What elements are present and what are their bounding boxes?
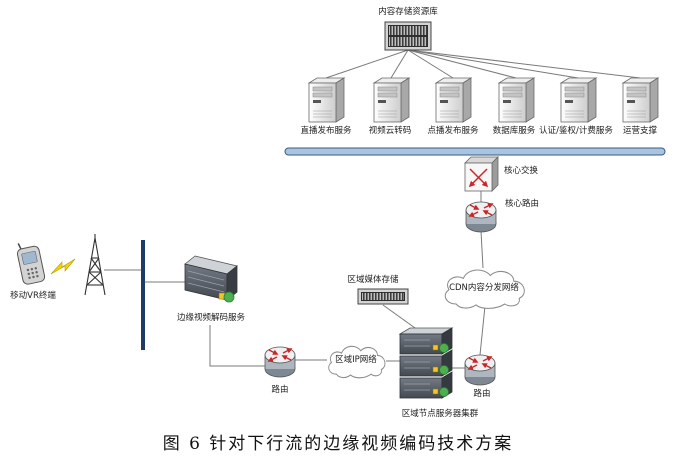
- mobile-phone-icon: [16, 243, 46, 285]
- server-label-operations: 运营支撑: [623, 125, 658, 136]
- router-left-icon: [265, 347, 295, 377]
- connection-lines: [104, 49, 641, 369]
- core-router-icon: [466, 202, 496, 232]
- router-left-label: 路由: [271, 384, 288, 395]
- regional-storage-label: 区域媒体存储: [347, 274, 399, 285]
- core-switch-label: 核心交换: [504, 165, 539, 176]
- wireless-signal-icon: [50, 258, 76, 275]
- content-storage-label: 内容存储资源库: [378, 6, 438, 17]
- mobile-terminal-label: 移动VR终端: [10, 290, 56, 301]
- core-switch-icon: [464, 156, 499, 192]
- router-right-icon: [465, 355, 495, 385]
- edge-server-label: 边缘视频解码服务: [177, 312, 246, 323]
- backbone-bus: [284, 147, 666, 156]
- figure-caption: 图 6 针对下行流的边缘视频编码技术方案: [163, 434, 514, 454]
- server-label-cloud-transcode: 视频云转码: [369, 125, 412, 136]
- server-icon-database: [498, 77, 535, 123]
- cdn-label: CDN内容分发网络: [449, 282, 519, 293]
- router-right-label: 路由: [473, 388, 490, 399]
- server-icon-vod-publish: [435, 77, 472, 123]
- server-icon-operations: [622, 77, 659, 123]
- server-icon-cloud-transcode: [373, 77, 410, 123]
- server-icon-live-publish: [308, 77, 345, 123]
- regional-ip-label: 区域IP网络: [335, 354, 377, 365]
- regional-storage-icon: [357, 288, 409, 305]
- server-cluster-icon: [398, 327, 454, 399]
- server-cluster-label: 区域节点服务器集群: [402, 408, 479, 419]
- server-label-vod-publish: 点播发布服务: [427, 125, 479, 136]
- radio-tower-icon: [84, 234, 106, 296]
- server-label-live-publish: 直播发布服务: [300, 125, 352, 136]
- content-storage-icon: [384, 21, 432, 51]
- edge-server-icon: [184, 255, 238, 303]
- server-label-database: 数据库服务: [493, 125, 536, 136]
- server-label-auth-billing: 认证/鉴权/计费服务: [539, 125, 613, 136]
- server-icon-auth-billing: [560, 77, 597, 123]
- core-router-label: 核心路由: [505, 198, 539, 209]
